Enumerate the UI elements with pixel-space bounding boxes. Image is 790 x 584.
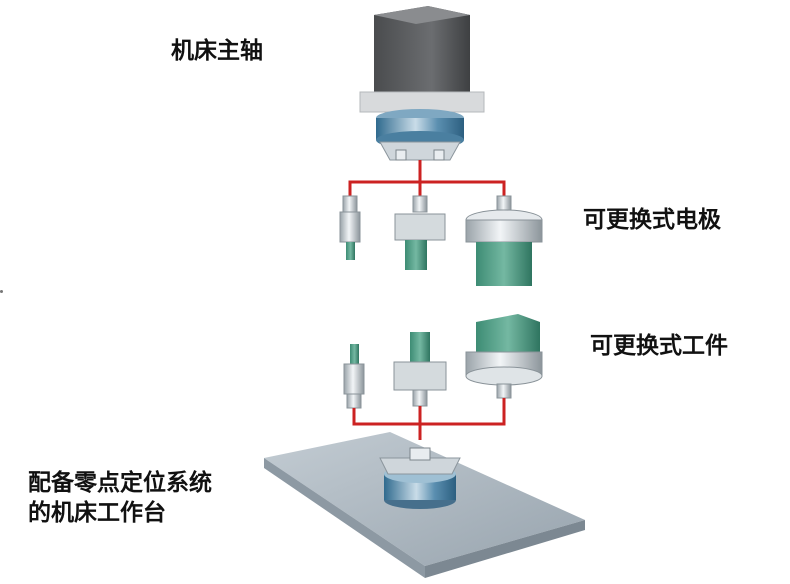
spindle-connector-lines [348, 160, 506, 196]
electrode-label: 可更换式电极 [583, 207, 721, 233]
table-label-line-1: 配备零点定位系统 [28, 470, 212, 496]
zero-point-clamp [379, 447, 461, 509]
edge-mark [0, 290, 3, 293]
table-connector-lines [352, 398, 506, 440]
workpiece-block-small [393, 332, 447, 407]
electrode-block-small [394, 195, 446, 270]
workpiece-block-large [465, 314, 543, 399]
workpiece-pin-slim [343, 344, 365, 409]
table-label-line-2: 的机床工作台 [28, 499, 166, 526]
spindle-label: 机床主轴 [171, 38, 263, 64]
electrode-block-large [465, 195, 543, 286]
table-label: 配备零点定位系统 的机床工作台 [28, 469, 212, 529]
machine-spindle [359, 6, 485, 161]
workpiece-label: 可更换式工件 [590, 333, 728, 359]
electrode-pin-slim [339, 195, 361, 260]
